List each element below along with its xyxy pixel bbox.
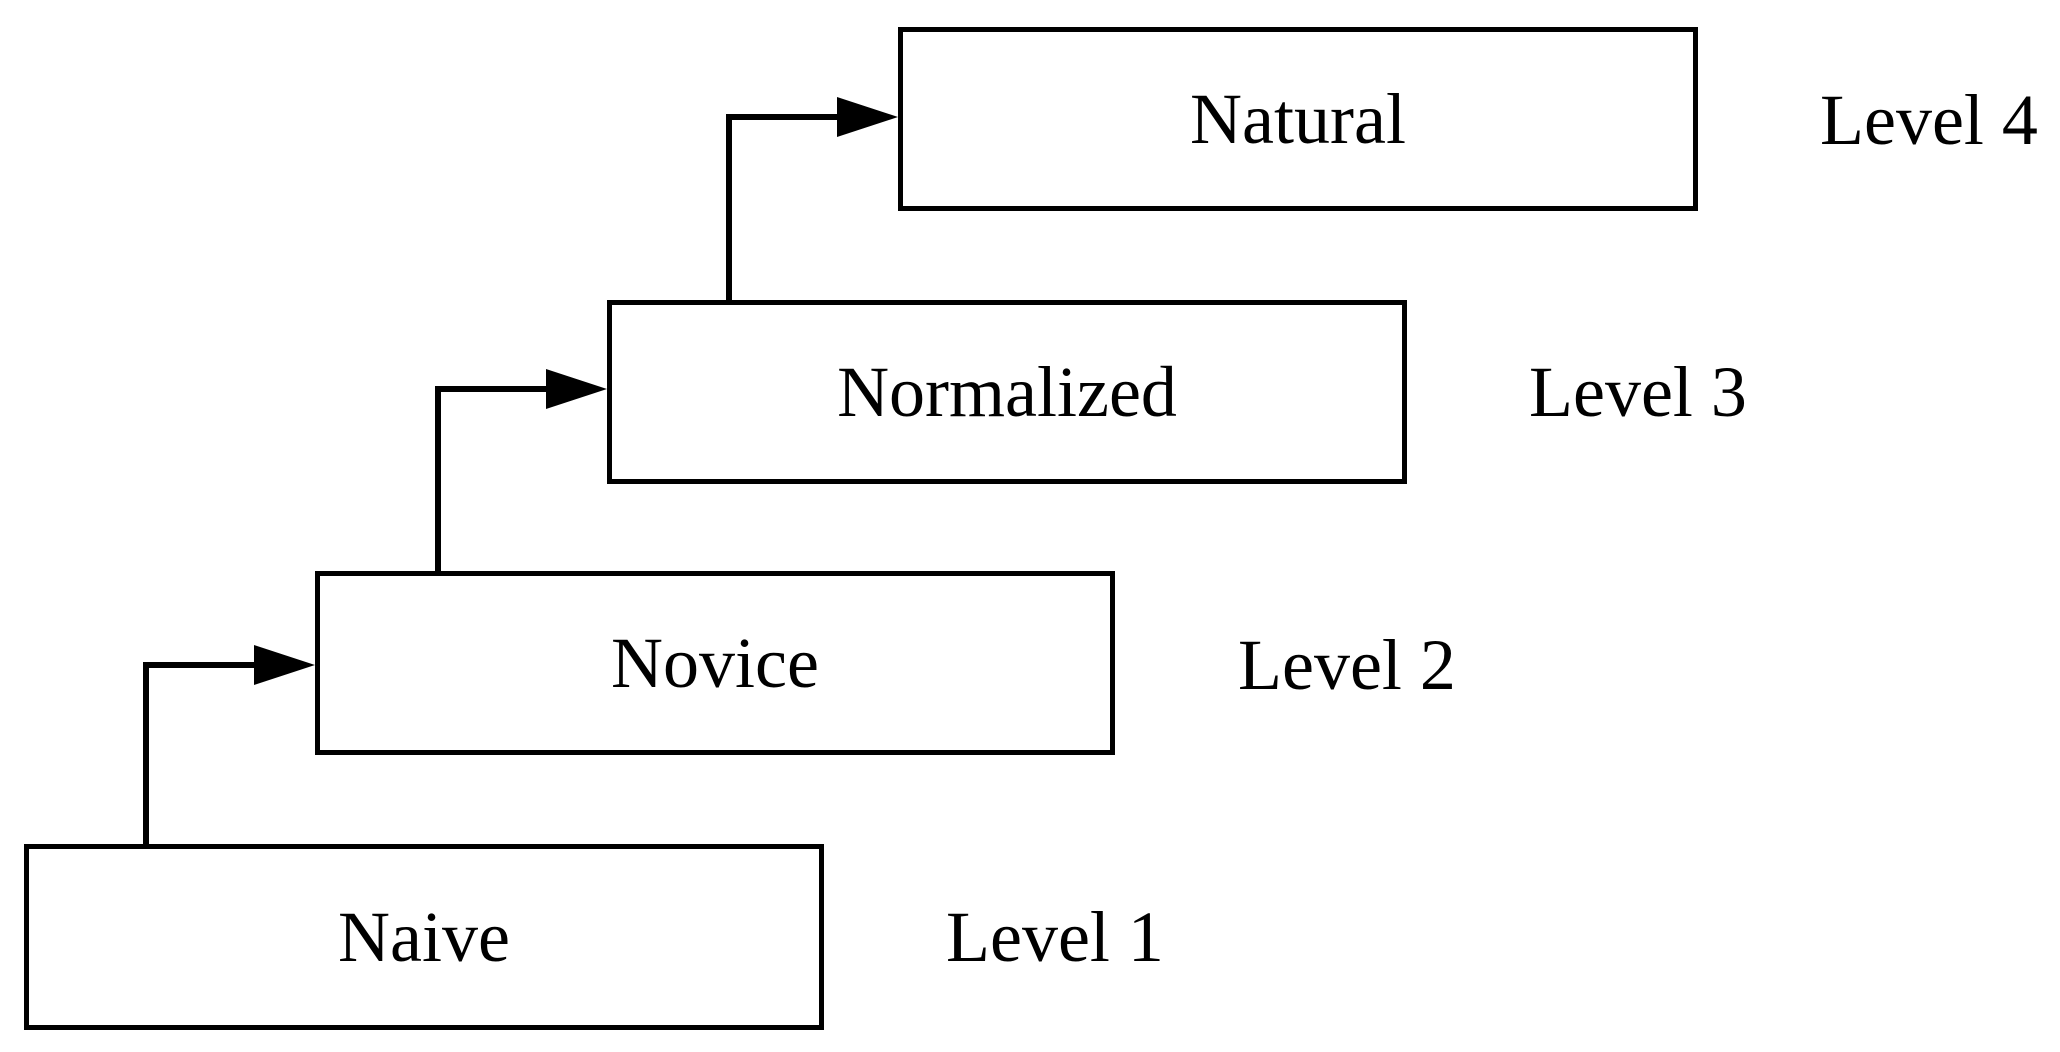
arrow-normalized-to-natural bbox=[726, 97, 898, 300]
level-label-3: Level 3 bbox=[1529, 352, 1747, 432]
stage-label-naive: Naive bbox=[338, 897, 510, 977]
level-label-4: Level 4 bbox=[1820, 80, 2038, 160]
arrow-novice-to-normalized bbox=[435, 369, 607, 571]
stage-box-natural: Natural bbox=[898, 27, 1698, 211]
level-label-1: Level 1 bbox=[946, 897, 1164, 977]
stage-box-naive: Naive bbox=[24, 844, 824, 1030]
stage-box-normalized: Normalized bbox=[607, 300, 1407, 484]
stage-box-novice: Novice bbox=[315, 571, 1115, 755]
stage-label-novice: Novice bbox=[611, 623, 819, 703]
stage-label-natural: Natural bbox=[1190, 79, 1406, 159]
stage-label-normalized: Normalized bbox=[837, 352, 1177, 432]
level-label-2: Level 2 bbox=[1238, 625, 1456, 705]
arrow-naive-to-novice bbox=[143, 645, 315, 844]
